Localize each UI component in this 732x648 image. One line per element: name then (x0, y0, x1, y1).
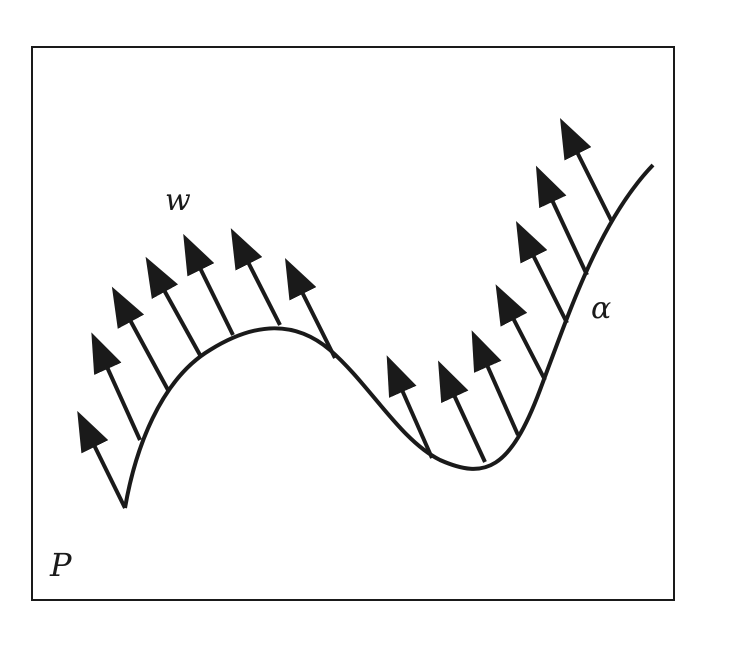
plane-frame (31, 46, 675, 601)
vector-arrow (145, 256, 202, 356)
vector-arrow (91, 332, 142, 441)
vector-arrow (535, 165, 589, 276)
vector-field-w (77, 118, 614, 509)
curve-alpha (123, 163, 655, 509)
vector-arrow (495, 284, 547, 381)
vector-arrow (516, 221, 569, 324)
vector-arrow (386, 355, 434, 459)
vector-arrow (438, 360, 487, 463)
vector-arrow (183, 233, 235, 336)
curve-label-alpha: α (591, 291, 611, 326)
vector-arrow (230, 228, 282, 326)
vector-arrow (77, 410, 127, 509)
plane-label-p: P (49, 546, 72, 584)
vector-arrow (471, 330, 520, 436)
vector-arrow (285, 258, 337, 359)
field-label-w: w (165, 183, 191, 218)
vector-arrow (111, 286, 170, 391)
vector-arrow (560, 118, 614, 223)
